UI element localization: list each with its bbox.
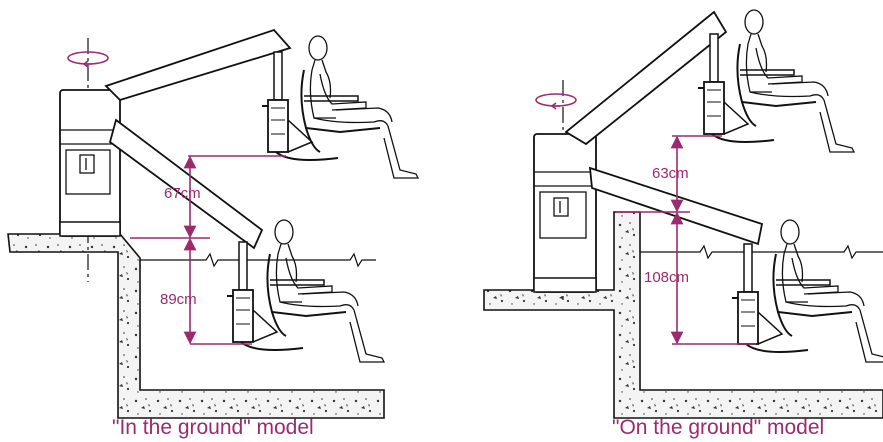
right-panel: 63cm 108cm	[483, 9, 883, 419]
left-ground-break-line	[140, 252, 376, 268]
right-lower-seated-person-icon	[772, 219, 883, 363]
right-ground-break-line	[640, 244, 883, 260]
right-upper-dimension-label: 63cm	[652, 165, 689, 182]
left-ground-concrete	[7, 233, 385, 419]
right-rotation-arrow-icon	[535, 93, 577, 110]
left-lower-arm	[108, 118, 264, 250]
left-upper-chair-mount	[261, 51, 339, 161]
left-panel: 67cm 89cm	[7, 28, 419, 419]
left-upper-seated-person-icon	[300, 35, 419, 179]
right-lift-column	[533, 133, 597, 293]
right-ground-concrete	[483, 211, 883, 419]
left-model-caption: "In the ground" model	[112, 416, 314, 439]
left-lift-column	[59, 89, 121, 237]
right-model-caption: "On the ground" model	[612, 416, 825, 439]
left-lower-dimension-label: 89cm	[160, 291, 197, 308]
left-upper-dimension-label: 67cm	[164, 185, 201, 202]
left-lower-chair-mount	[226, 241, 304, 351]
right-upper-seated-person-icon	[736, 9, 855, 153]
right-lower-dimension-label: 108cm	[644, 269, 689, 286]
right-upper-arm	[564, 10, 728, 146]
left-lower-seated-person-icon	[266, 219, 385, 363]
right-lower-chair-mount	[731, 243, 809, 353]
left-upper-arm	[104, 28, 292, 102]
right-upper-chair-mount	[697, 33, 775, 143]
